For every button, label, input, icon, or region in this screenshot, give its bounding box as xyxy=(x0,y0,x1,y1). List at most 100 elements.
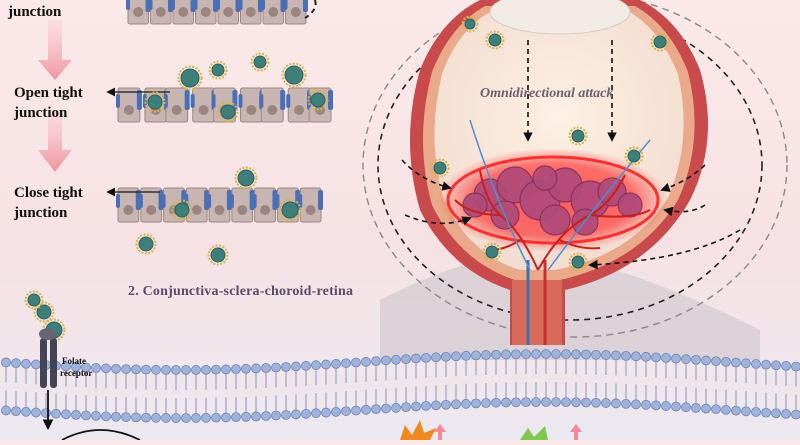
lipid-head xyxy=(182,413,191,422)
lipid-head xyxy=(552,398,561,407)
nanoparticle xyxy=(179,67,202,90)
lipid-head xyxy=(542,350,551,359)
lipid-head xyxy=(732,406,741,415)
lipid-head xyxy=(392,403,401,412)
nanoparticle xyxy=(210,62,227,79)
lipid-head xyxy=(212,413,221,422)
lipid-head xyxy=(582,398,591,407)
lipid-head xyxy=(792,362,800,371)
lipid-head xyxy=(112,412,121,421)
lipid-head xyxy=(232,365,241,374)
lipid-head xyxy=(522,398,531,407)
lipid-head xyxy=(372,357,381,366)
lipid-head xyxy=(452,352,461,361)
lipid-head xyxy=(702,356,711,365)
lipid-head xyxy=(532,350,541,359)
lipid-head xyxy=(492,398,501,407)
lipid-head xyxy=(162,413,171,422)
lipid-head xyxy=(22,407,31,416)
lipid-head xyxy=(432,353,441,362)
lipid-head xyxy=(252,364,261,373)
lipid-head xyxy=(662,401,671,410)
lipid-head xyxy=(142,365,151,374)
lipid-head xyxy=(762,360,771,369)
lipid-head xyxy=(272,411,281,420)
lipid-head xyxy=(202,365,211,374)
tumor-cell xyxy=(533,166,557,190)
label-close-tight: Close tight xyxy=(14,183,83,203)
lipid-head xyxy=(282,362,291,371)
lipid-head xyxy=(752,407,761,416)
lipid-head xyxy=(582,350,591,359)
lipid-head xyxy=(572,398,581,407)
lipid-head xyxy=(732,358,741,367)
lipid-head xyxy=(602,351,611,360)
lipid-head xyxy=(722,357,731,366)
lipid-head xyxy=(152,365,161,374)
lipid-head xyxy=(432,401,441,410)
lipid-head xyxy=(752,359,761,368)
burst-green xyxy=(520,426,548,440)
lipid-head xyxy=(722,405,731,414)
lipid-head xyxy=(82,411,91,420)
lipid-head xyxy=(772,361,781,370)
lipid-head xyxy=(532,398,541,407)
lipid-head xyxy=(742,407,751,416)
lipid-head xyxy=(172,413,181,422)
lipid-head xyxy=(32,360,41,369)
lipid-head xyxy=(632,400,641,409)
lipid-head xyxy=(512,398,521,407)
lipid-head xyxy=(672,402,681,411)
lipid-head xyxy=(452,400,461,409)
lipid-head xyxy=(312,361,321,370)
lipid-head xyxy=(642,400,651,409)
lipid-head xyxy=(322,408,331,417)
nanoparticle xyxy=(283,64,306,87)
lipid-head xyxy=(92,363,101,372)
lipid-head xyxy=(292,410,301,419)
tumor-cell xyxy=(540,205,570,235)
lipid-head xyxy=(232,413,241,422)
lipid-head xyxy=(512,350,521,359)
lipid-head xyxy=(152,413,161,422)
lipid-head xyxy=(282,410,291,419)
lipid-head xyxy=(472,399,481,408)
lipid-head xyxy=(222,413,231,422)
folate-label: Folate xyxy=(62,356,86,367)
lipid-head xyxy=(22,359,31,368)
lipid-head xyxy=(612,351,621,360)
lipid-head xyxy=(712,357,721,366)
lipid-head xyxy=(12,359,21,368)
lipid-head xyxy=(372,405,381,414)
lipid-head xyxy=(92,411,101,420)
lipid-head xyxy=(112,364,121,373)
lipid-head xyxy=(342,359,351,368)
lipid-head xyxy=(412,402,421,411)
lipid-head xyxy=(242,412,251,421)
lipid-head xyxy=(672,354,681,363)
lipid-head xyxy=(122,365,131,374)
lipid-head xyxy=(772,409,781,418)
lipid-head xyxy=(292,362,301,371)
lipid-head xyxy=(102,412,111,421)
lipid-head xyxy=(662,353,671,362)
lipid-head xyxy=(622,351,631,360)
nanoparticle xyxy=(209,246,228,265)
optic-nerve xyxy=(512,280,562,345)
lipid-head xyxy=(332,359,341,368)
lipid-head xyxy=(172,365,181,374)
lipid-head xyxy=(182,365,191,374)
lipid-head xyxy=(692,403,701,412)
lipid-head xyxy=(702,404,711,413)
lipid-head xyxy=(622,399,631,408)
route-caption: 2. Conjunctiva-sclera-choroid-retina xyxy=(128,284,353,300)
lipid-head xyxy=(442,352,451,361)
lipid-head xyxy=(472,351,481,360)
lipid-head xyxy=(32,408,41,417)
lipid-head xyxy=(382,356,391,365)
lipid-head xyxy=(192,413,201,422)
lipid-head xyxy=(762,408,771,417)
lipid-head xyxy=(382,404,391,413)
